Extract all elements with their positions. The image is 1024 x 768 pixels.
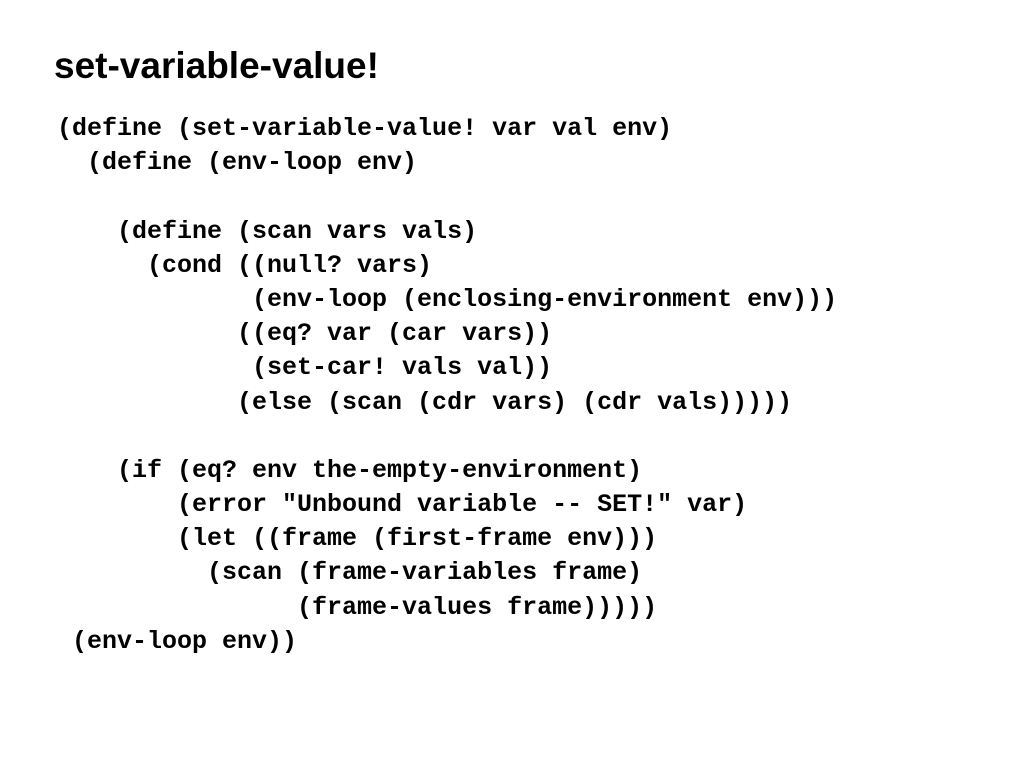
code-line: (if (eq? env the-empty-environment) [57,455,643,485]
code-block: (define (set-variable-value! var val env… [57,112,837,659]
code-line: (define (env-loop env) [57,148,418,178]
code-line: (let ((frame (first-frame env))) [57,524,658,554]
code-line-blank [57,180,837,214]
code-line: (define (scan vars vals) [57,216,478,246]
code-line: (frame-values frame))))) [57,592,658,622]
code-line: (define (set-variable-value! var val env… [57,114,673,143]
code-line: (else (scan (cdr vars) (cdr vals))))) [57,387,793,417]
code-line: (set-car! vals val)) [57,353,553,383]
code-line-blank [57,420,837,454]
code-line: (cond ((null? vars) [57,250,433,280]
code-line: (scan (frame-variables frame) [57,558,643,588]
code-line: (env-loop (enclosing-environment env))) [57,284,838,314]
code-line: (env-loop env)) [57,626,298,656]
code-line: (error "Unbound variable -- SET!" var) [57,490,748,520]
slide-title: set-variable-value! [54,45,379,86]
code-line: ((eq? var (car vars)) [57,319,553,349]
